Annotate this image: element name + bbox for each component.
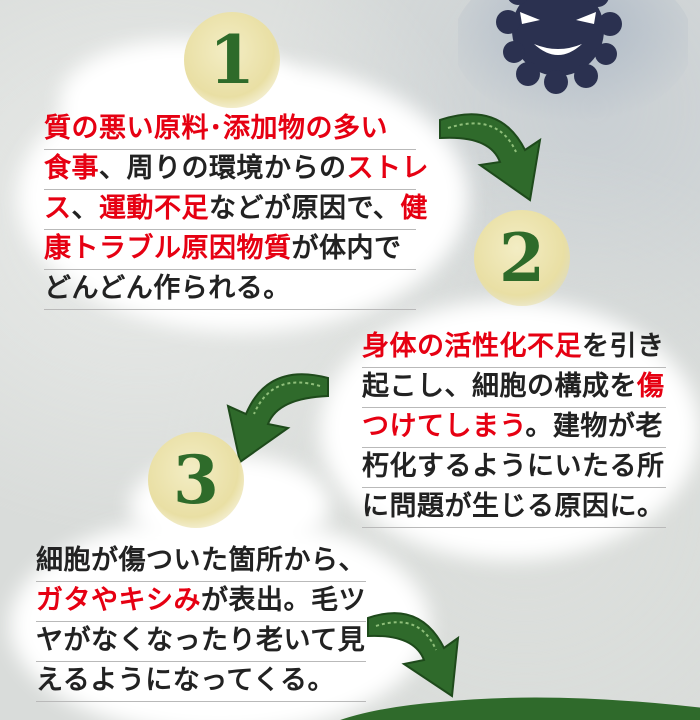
step-2-text: 身体の活性化不足を引き起こし、細胞の構成を傷つけてしまう。建物が老朽化するように… <box>362 328 666 528</box>
text-line: 細胞が傷ついた箇所から、 <box>36 542 366 582</box>
germ-monster-icon <box>458 0 688 122</box>
highlight-text: 身体の活性化不足 <box>362 331 582 362</box>
text-line: 起こし、細胞の構成を傷 <box>362 368 666 408</box>
body-text: 朽化するようにいたる所 <box>362 451 665 482</box>
green-hill <box>340 697 700 720</box>
body-text: に問題が生じる原因に。 <box>362 491 665 522</box>
cloud-2 <box>320 300 700 560</box>
text-line: どんどん作られる。 <box>44 270 416 310</box>
highlight-text: 傷 <box>637 371 665 402</box>
step-number-2: 2 <box>474 210 570 306</box>
body-text: 。建物が老 <box>525 411 663 442</box>
highlight-text: 健 <box>400 193 428 224</box>
step-3-text: 細胞が傷ついた箇所から、ガタやキシみが表出。毛ツヤがなくなったり老いて見えるよう… <box>36 542 366 702</box>
highlight-text: ガタやキシみ <box>36 585 201 616</box>
step-1-text: 質の悪い原料･添加物の多い食事、周りの環境からのストレス、運動不足などが原因で、… <box>44 110 429 310</box>
highlight-text: 質の悪い原料･添加物の多い <box>44 113 388 144</box>
text-line: ガタやキシみが表出。毛ツ <box>36 582 366 622</box>
body-text: が表出。毛ツ <box>201 585 366 616</box>
body-text: を引き <box>582 331 665 362</box>
body-text: などが原因で、 <box>209 193 401 224</box>
highlight-text: つけてしまう <box>362 411 526 442</box>
highlight-text: ストレ <box>346 153 429 184</box>
text-line: 食事、周りの環境からのストレ <box>44 150 429 190</box>
step-number-3: 3 <box>148 432 244 528</box>
body-text: えるようになってくる。 <box>36 665 335 696</box>
curved-arrow-icon <box>367 612 460 698</box>
body-text: どんどん作られる。 <box>44 273 291 304</box>
highlight-text: 運動不足 <box>99 193 209 224</box>
body-text: 細胞が傷ついた箇所から、 <box>36 545 366 576</box>
text-line: ス、運動不足などが原因で、健 <box>44 190 427 230</box>
curved-arrow-icon <box>439 113 542 202</box>
text-line: 朽化するようにいたる所 <box>362 448 666 488</box>
text-line: 身体の活性化不足を引き <box>362 328 666 368</box>
highlight-text: 康トラブル原因物質 <box>44 233 292 264</box>
body-text: 、 <box>71 193 99 224</box>
text-line: ヤがなくなったり老いて見 <box>36 622 366 662</box>
text-line: に問題が生じる原因に。 <box>362 488 666 528</box>
curved-arrow-icon <box>226 373 329 464</box>
text-line: えるようになってくる。 <box>36 662 366 702</box>
text-line: 康トラブル原因物質が体内で <box>44 230 416 270</box>
body-text: 、周りの環境からの <box>99 153 347 184</box>
text-line: つけてしまう。建物が老 <box>362 408 666 448</box>
step-number-1: 1 <box>184 12 280 108</box>
highlight-text: ス <box>44 193 72 224</box>
text-line: 質の悪い原料･添加物の多い <box>44 110 416 150</box>
highlight-text: 食事 <box>44 153 99 184</box>
body-text: が体内で <box>291 233 402 264</box>
body-text: ヤがなくなったり老いて見 <box>36 625 366 656</box>
body-text: 起こし、細胞の構成を <box>362 371 637 402</box>
